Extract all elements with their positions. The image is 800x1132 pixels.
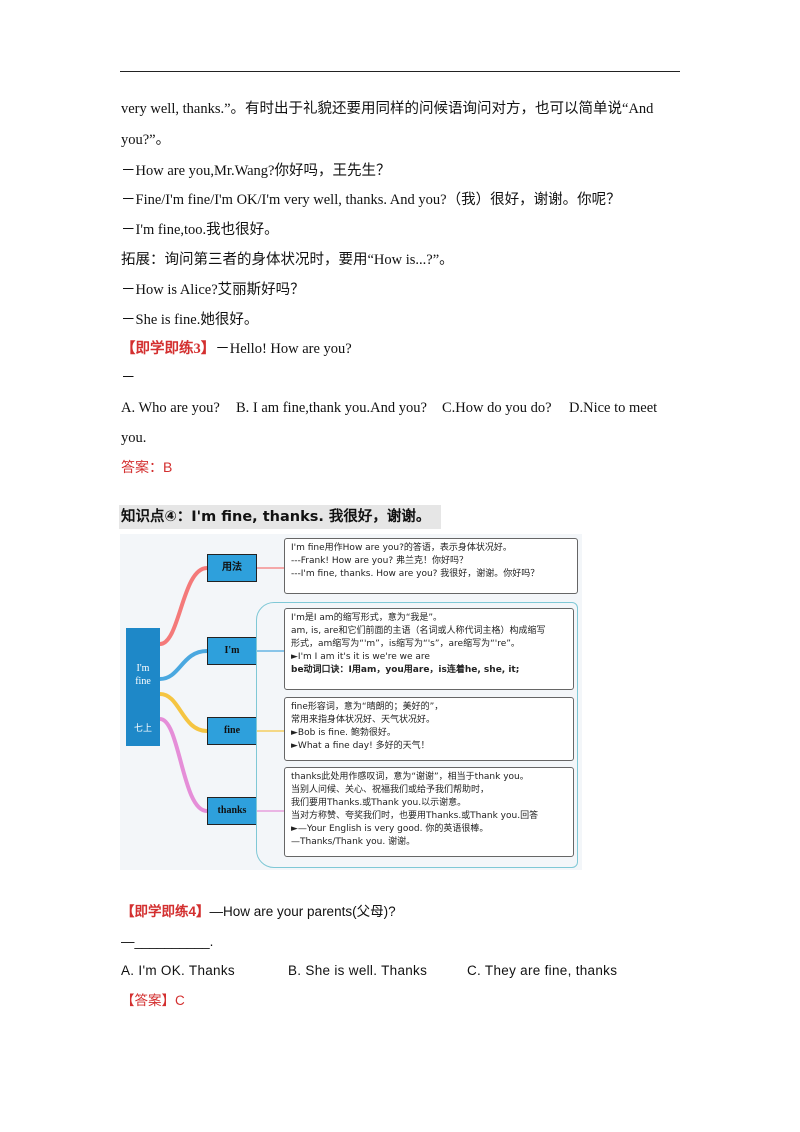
- connector-fine: [159, 692, 208, 733]
- detail-im-line: I'm是I am的缩写形式，意为“我是”。: [291, 613, 443, 623]
- mindmap: I'm fine 七上 用法 I'm fine thanks I'm fine用作…: [120, 534, 582, 870]
- intro-line-7: －How is Alice?艾丽斯好吗？: [121, 282, 305, 298]
- root-word-2: fine: [135, 676, 151, 687]
- mindmap-connectors: [159, 566, 284, 813]
- detail-thanks-line: thanks此处用作感叹词，意为“谢谢”，相当于thank you。: [291, 772, 529, 782]
- practice4-option-b: B. She is well. Thanks: [288, 963, 428, 978]
- detail-im-line: be动词口诀：I用am，you用are，is连着he, she, it;: [291, 665, 520, 675]
- practice3-label: 【即学即练3】: [121, 341, 216, 357]
- root-word-1: I'm: [136, 663, 150, 674]
- practice3-question: －Hello! How are you?: [215, 341, 352, 357]
- node-im: I'm: [207, 637, 257, 665]
- detail-usage-line: ---I'm fine, thanks. How are you? 我很好，谢谢…: [291, 569, 540, 579]
- node-thanks-label: thanks: [217, 805, 247, 816]
- detail-usage: I'm fine用作How are you?的答语，表示身体状况好。 ---Fr…: [284, 538, 578, 594]
- node-im-label: I'm: [224, 645, 240, 656]
- detail-group-frame: [256, 602, 578, 868]
- detail-fine-line: ►What a fine day! 多好的天气！: [291, 741, 430, 751]
- detail-usage-line: I'm fine用作How are you?的答语，表示身体状况好。: [291, 543, 512, 553]
- detail-fine: fine形容词，意为“晴朗的；美好的”， 常用来指身体状况好、天气状况好。 ►B…: [284, 697, 574, 761]
- detail-fine-line: ►Bob is fine. 鲍勃很好。: [291, 728, 396, 738]
- mindmap-root: I'm fine 七上: [126, 628, 160, 746]
- detail-thanks-line: 我们要用Thanks.或Thank you.以示谢意。: [291, 798, 467, 808]
- detail-thanks: thanks此处用作感叹词，意为“谢谢”，相当于thank you。 当别人问候…: [284, 767, 574, 857]
- detail-thanks-line: 当别人问候、关心、祝福我们或给予我们帮助时，: [291, 785, 490, 795]
- node-fine-label: fine: [223, 725, 241, 736]
- practice4-option-c: C. They are fine, thanks: [467, 963, 618, 978]
- detail-thanks-line: 当对方称赞、夸奖我们时，也要用Thanks.或Thank you.回答: [291, 811, 539, 821]
- practice4-answer-value: C: [175, 993, 185, 1008]
- detail-im-line: am, is, are和它们前面的主语（名词或人称代词主格）构成缩写: [291, 626, 546, 636]
- detail-im-line: ►I'm I am it's it is we're we are: [291, 652, 430, 662]
- intro-line-4: －Fine/I'm fine/I'm OK/I'm very well, tha…: [121, 192, 621, 208]
- intro-line-5: －I'm fine,too.我也很好。: [121, 222, 279, 238]
- detail-fine-line: 常用来指身体状况好、天气状况好。: [291, 715, 436, 725]
- knowledge4-heading: 知识点④：I'm fine, thanks. 我很好，谢谢。: [119, 505, 441, 529]
- practice4-question: —How are your parents(父母)?: [209, 904, 396, 919]
- connector-im: [159, 649, 208, 681]
- practice4-option-a: A. I'm OK. Thanks: [121, 963, 235, 978]
- practice3-row: 【即学即练3】－Hello! How are you?: [121, 340, 352, 358]
- practice4-answer: 【答案】C: [121, 992, 185, 1010]
- detail-thanks-line: ►—Your English is very good. 你的英语很棒。: [291, 824, 489, 834]
- connector-usage: [159, 566, 208, 646]
- practice4-label: 【即学即练4】: [121, 904, 210, 919]
- detail-im: I'm是I am的缩写形式，意为“我是”。 am, is, are和它们前面的主…: [284, 608, 574, 690]
- node-usage: 用法: [207, 554, 257, 582]
- intro-line-3: －How are you,Mr.Wang?你好吗，王先生？: [121, 163, 391, 179]
- intro-line-2: you?”。: [121, 132, 171, 148]
- detail-fine-line: fine形容词，意为“晴朗的；美好的”，: [291, 702, 444, 712]
- practice3-option-c: C.How do you do?: [442, 400, 552, 416]
- practice4-answer-label: 【答案】: [121, 993, 175, 1008]
- practice4-blank: —__________.: [121, 934, 214, 949]
- practice3-option-a: A. Who are you?: [121, 400, 220, 416]
- node-fine: fine: [207, 717, 257, 745]
- detail-thanks-line: —Thanks/Thank you. 谢谢。: [291, 837, 416, 847]
- node-thanks: thanks: [207, 797, 257, 825]
- intro-line-6: 拓展：询问第三者的身体状况时，要用“How is...?”。: [121, 252, 454, 268]
- detail-usage-line: ---Frank! How are you? 弗兰克！你好吗？: [291, 556, 468, 566]
- practice4-row: 【即学即练4】—How are your parents(父母)?: [121, 903, 396, 921]
- header-rule: [120, 71, 680, 72]
- root-grade: 七上: [133, 724, 152, 734]
- practice3-answer: 答案：B: [121, 459, 173, 475]
- practice3-option-b: B. I am fine,thank you.And you?: [236, 400, 427, 416]
- intro-line-1: very well, thanks.”。有时出于礼貌还要用同样的问候语询问对方，…: [121, 101, 654, 117]
- intro-line-8: －She is fine.她很好。: [121, 312, 259, 328]
- node-usage-label: 用法: [222, 562, 242, 573]
- detail-im-line: 形式，am缩写为“'m”，is缩写为“'s”，are缩写为“'re”。: [291, 639, 520, 649]
- practice3-option-d-cont: you.: [121, 430, 147, 446]
- connector-thanks: [159, 717, 208, 813]
- practice3-option-d: D.Nice to meet: [569, 400, 658, 416]
- practice3-blank: －: [121, 370, 136, 386]
